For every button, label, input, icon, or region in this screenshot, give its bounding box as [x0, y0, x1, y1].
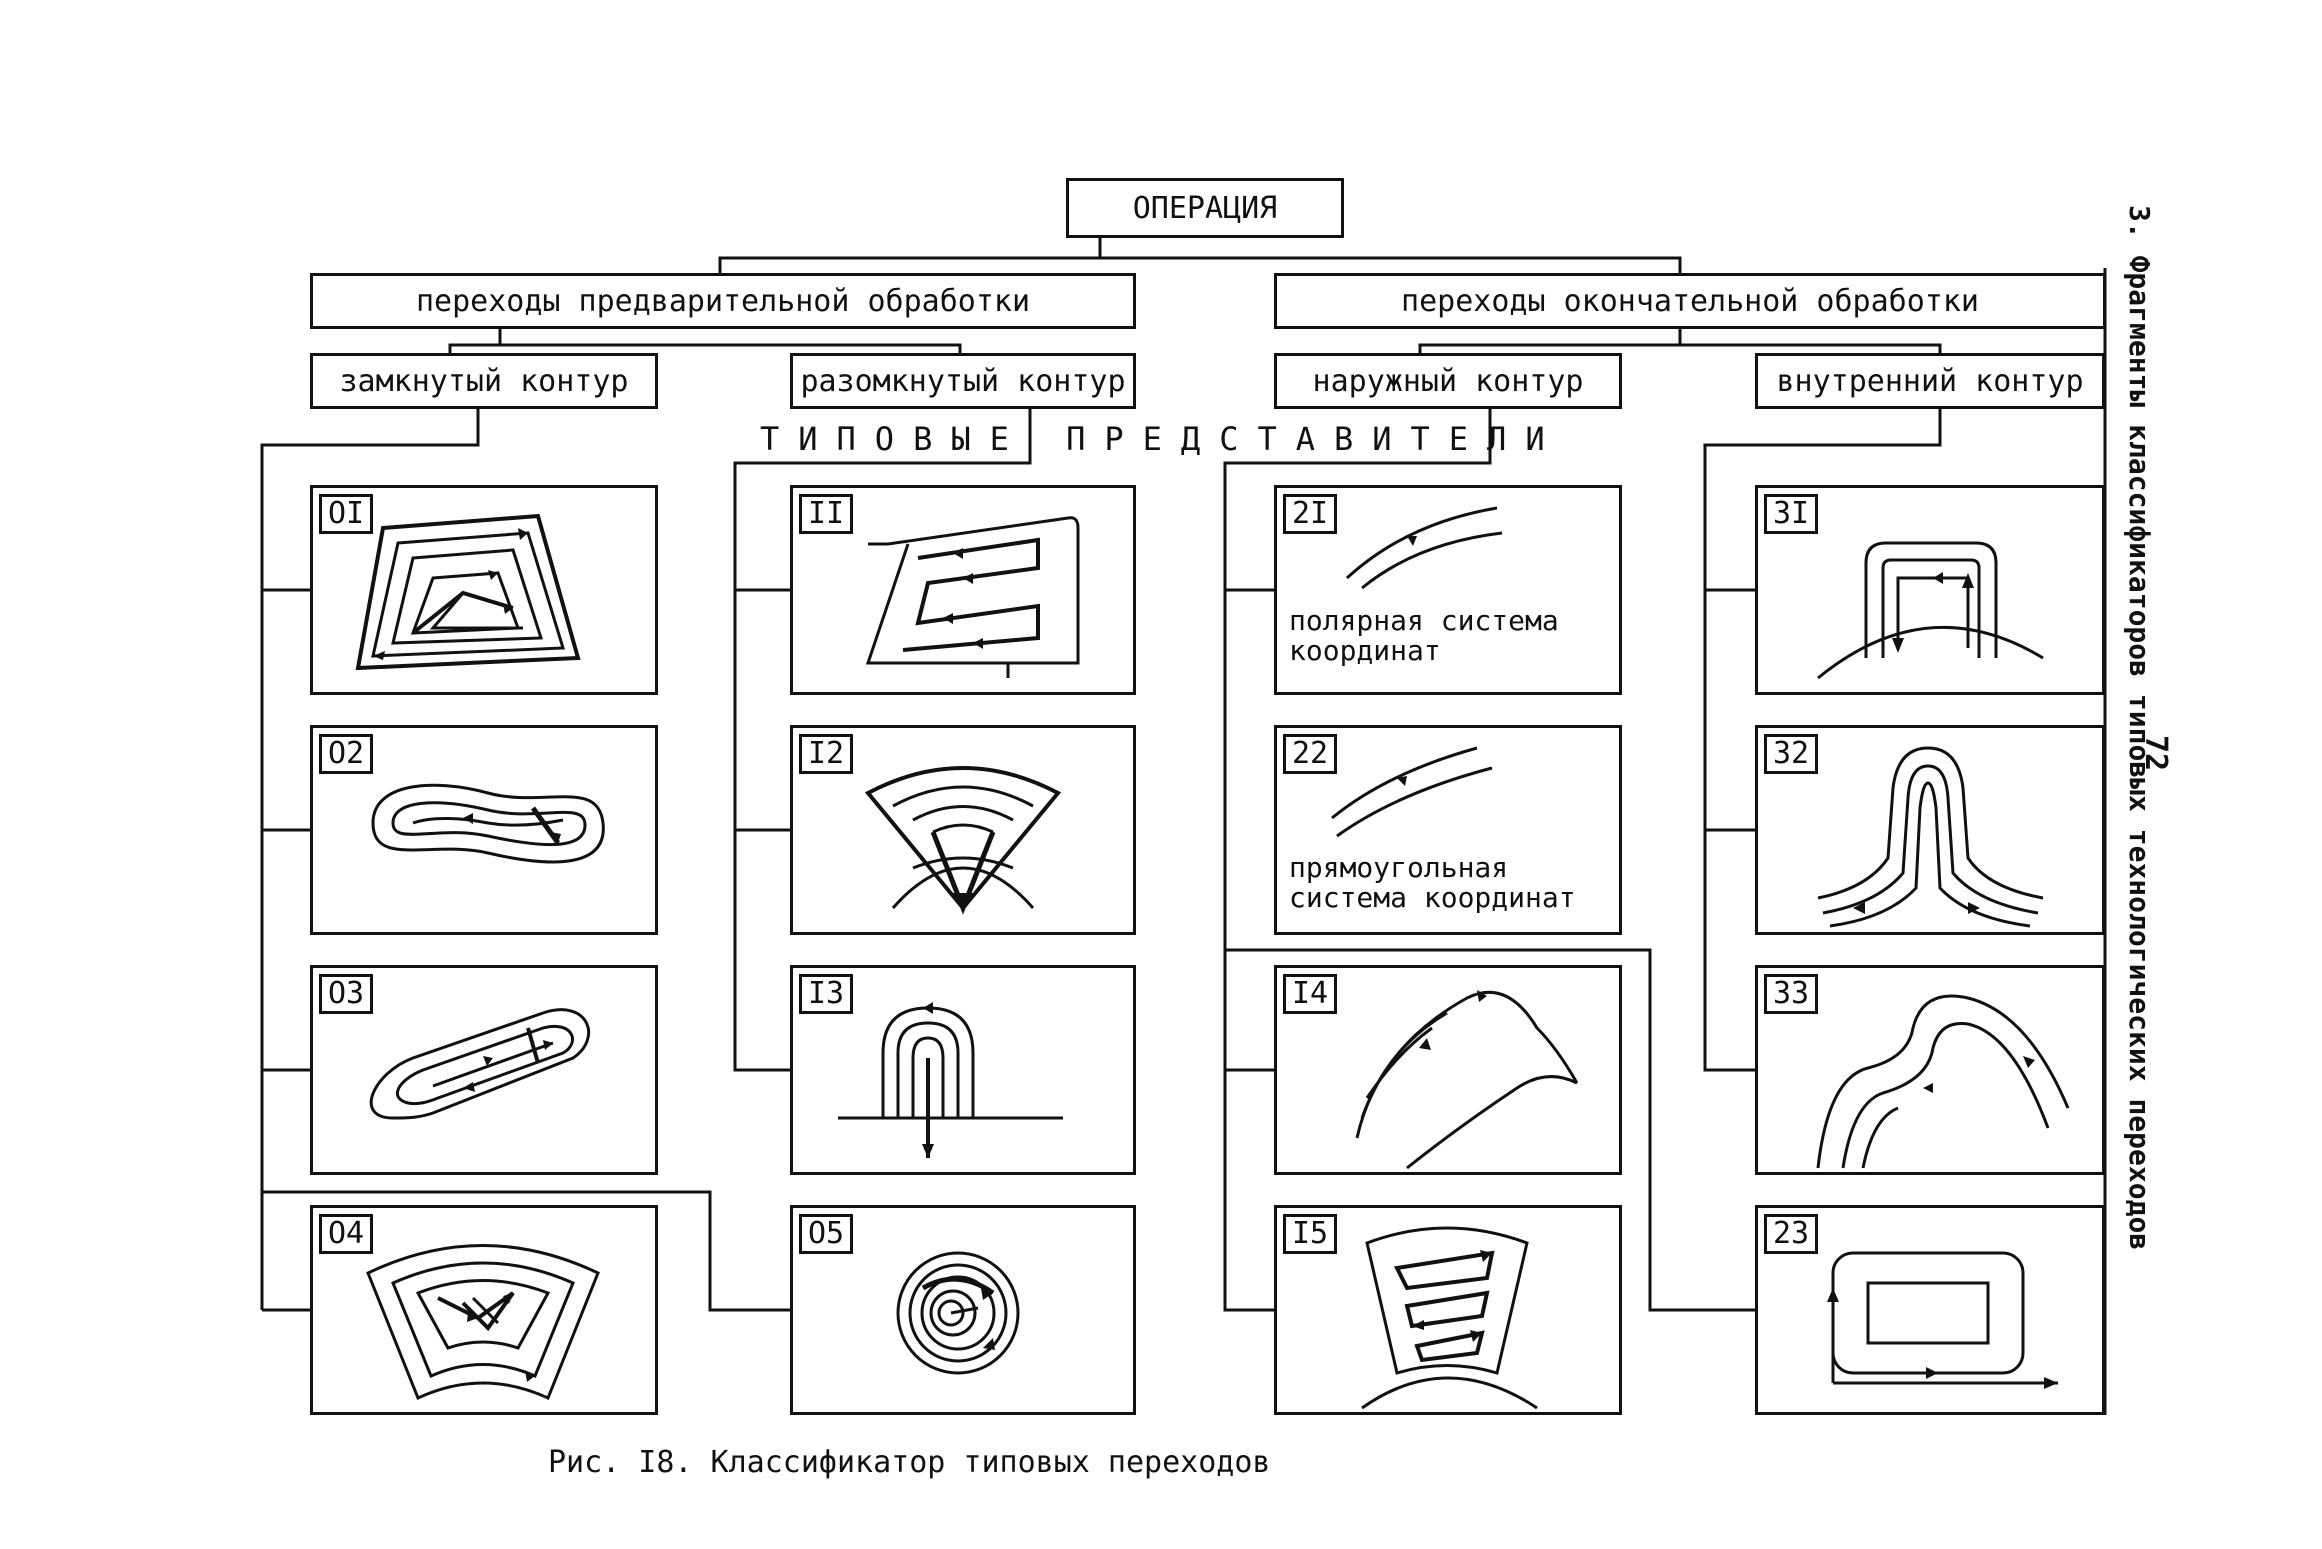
cell-33-label: 33 — [1764, 974, 1819, 1014]
closed-contour-slot-figure — [369, 1008, 591, 1120]
contour-inner-label: внутренний контур — [1776, 363, 2084, 399]
open-contour-u-slot-figure — [838, 1002, 1063, 1158]
cell-o1: OI — [310, 485, 658, 695]
cell-11: II — [790, 485, 1136, 695]
cell-o1-label: OI — [319, 494, 374, 534]
contour-open-label: разомкнутый контур — [800, 363, 1126, 399]
outer-contour-curve-figure — [1355, 990, 1579, 1170]
cell-32: 32 — [1755, 725, 2105, 935]
cell-32-label: 32 — [1764, 734, 1819, 774]
contour-outer-label: наружный контур — [1312, 363, 1584, 399]
closed-contour-sector-figure — [366, 1244, 600, 1401]
root-operation-box: ОПЕРАЦИЯ — [1066, 178, 1344, 238]
page-number: 72 — [2138, 735, 2173, 772]
cell-22-caption: прямоугольная система координат — [1289, 851, 1576, 914]
cell-o4-label: O4 — [319, 1214, 374, 1254]
outer-contour-sector-pockets-figure — [1361, 1226, 1538, 1410]
closed-contour-concentric-figure — [896, 1251, 1020, 1375]
cell-31-label: 3I — [1764, 494, 1819, 534]
cell-11-label: II — [799, 494, 854, 534]
cell-14-label: I4 — [1283, 974, 1338, 1014]
cell-15: I5 — [1274, 1205, 1622, 1415]
group-final-box: переходы окончательной обработки — [1274, 273, 2106, 329]
cell-15-label: I5 — [1283, 1214, 1338, 1254]
cell-o2: O2 — [310, 725, 658, 935]
cell-21-caption: полярная система координат — [1289, 604, 1559, 667]
group-final-label: переходы окончательной обработки — [1401, 283, 1979, 319]
cell-23-label: 23 — [1764, 1214, 1819, 1254]
typical-representatives-banner: ТИПОВЫЕ ПРЕДСТАВИТЕЛИ — [760, 420, 1564, 458]
cell-21: 2I полярная система координат — [1274, 485, 1622, 695]
section-side-title: 3. Фрагменты классификаторов типовых тех… — [2123, 205, 2156, 1251]
cell-22-label: 22 — [1283, 734, 1338, 774]
inner-contour-rounded-rect-figure — [1827, 1251, 2058, 1389]
contour-outer-box: наружный контур — [1274, 353, 1622, 409]
cell-12: I2 — [790, 725, 1136, 935]
group-preliminary-box: переходы предварительной обработки — [310, 273, 1136, 329]
inner-contour-arch-figure — [1817, 746, 2044, 928]
cell-21-label: 2I — [1283, 494, 1338, 534]
cell-o5: O5 — [790, 1205, 1136, 1415]
inner-contour-s-curve-figure — [1816, 994, 2070, 1169]
contour-closed-box: замкнутый контур — [310, 353, 658, 409]
cell-23: 23 — [1755, 1205, 2105, 1415]
contour-inner-box: внутренний контур — [1755, 353, 2105, 409]
cell-o4: O4 — [310, 1205, 658, 1415]
open-contour-zigzag-figure — [865, 516, 1080, 678]
cell-33: 33 — [1755, 965, 2105, 1175]
closed-contour-polygon-figure — [355, 513, 581, 671]
polar-coordinate-arc-figure — [1345, 506, 1503, 590]
cell-o3: O3 — [310, 965, 658, 1175]
cell-o2-label: O2 — [319, 734, 374, 774]
cell-13: I3 — [790, 965, 1136, 1175]
closed-contour-kidney-figure — [371, 783, 605, 864]
root-operation-label: ОПЕРАЦИЯ — [1132, 190, 1278, 226]
open-contour-fan-figure — [864, 766, 1062, 915]
inner-contour-rectangle-figure — [1817, 541, 2044, 680]
figure-caption: Рис. I8. Классификатор типовых переходов — [548, 1445, 1271, 1480]
rectangular-coordinate-arc-figure — [1331, 746, 1493, 838]
cell-31: 3I — [1755, 485, 2105, 695]
cell-o3-label: O3 — [319, 974, 374, 1014]
group-preliminary-label: переходы предварительной обработки — [415, 283, 1031, 319]
cell-14: I4 — [1274, 965, 1622, 1175]
cell-o5-label: O5 — [799, 1214, 854, 1254]
cell-22: 22 прямоугольная система координат — [1274, 725, 1622, 935]
contour-open-box: разомкнутый контур — [790, 353, 1136, 409]
cell-13-label: I3 — [799, 974, 854, 1014]
cell-12-label: I2 — [799, 734, 854, 774]
contour-closed-label: замкнутый контур — [339, 363, 629, 399]
